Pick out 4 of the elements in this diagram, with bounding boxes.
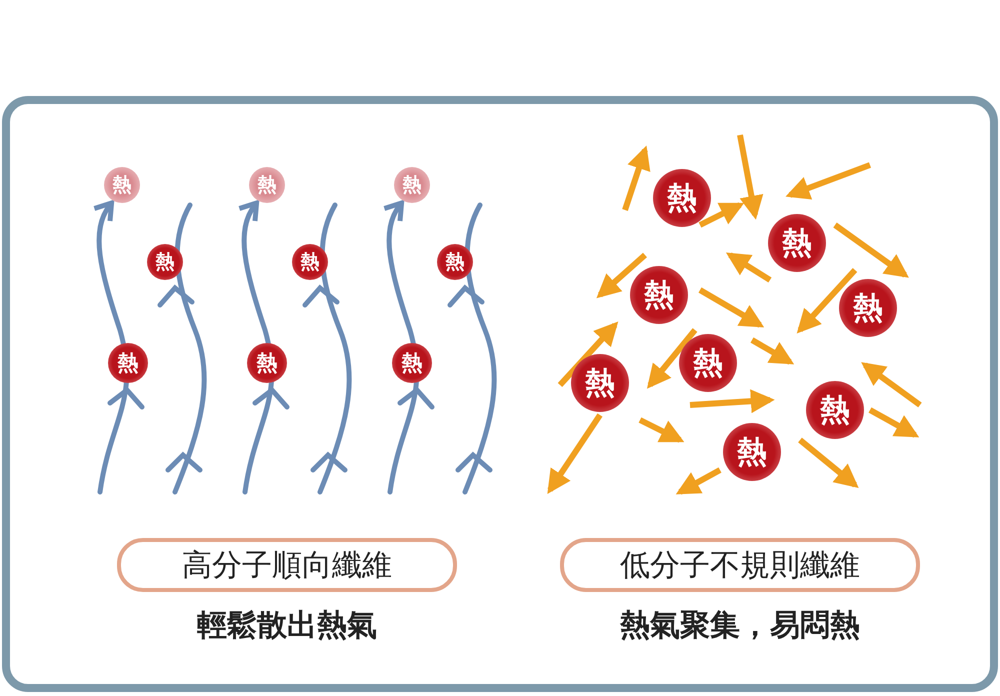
category-label: 低分子不規則纖維 <box>560 538 920 592</box>
caption-text: 輕鬆散出熱氣 <box>196 607 378 645</box>
caption-text: 熱氣聚集，易悶熱 <box>618 607 861 645</box>
category-label: 高分子順向纖維 <box>117 538 457 592</box>
